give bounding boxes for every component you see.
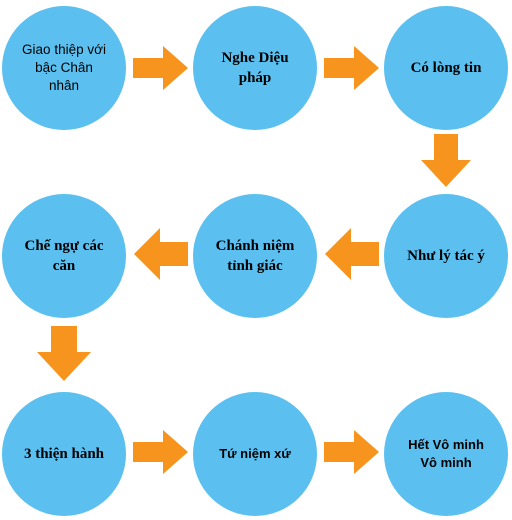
node-het-vo-minh-line-1: Hết Vô minh xyxy=(408,436,484,452)
node-het-vo-minh: Hết Vô minh Vô minh xyxy=(384,392,508,516)
node-nghe-dieu-phap-line-1: Nghe Diệu xyxy=(221,49,289,66)
node-giao-thiep-line-2: bậc Chân xyxy=(35,59,93,75)
arrow-down-1 xyxy=(421,134,471,187)
arrow-right-2 xyxy=(324,46,379,90)
node-che-ngu-line-1: Chế ngự các xyxy=(24,237,104,254)
node-co-long-tin: Có lòng tin xyxy=(384,6,508,130)
node-nghe-dieu-phap: Nghe Diệu pháp xyxy=(193,6,317,130)
node-che-ngu-line-2: căn xyxy=(52,258,76,274)
arrow-left-2 xyxy=(134,228,188,280)
arrow-left-1 xyxy=(325,228,379,280)
node-tu-niem-xu-line-1: Tứ niệm xứ xyxy=(219,445,291,461)
node-giao-thiep-line-1: Giao thiệp với xyxy=(22,41,106,57)
node-giao-thiep-line-3: nhân xyxy=(48,78,80,94)
node-chanh-niem-line-2: tỉnh giác xyxy=(227,258,283,274)
arrow-right-1 xyxy=(133,46,188,90)
arrow-down-2 xyxy=(37,326,91,381)
node-ba-thien-hanh: 3 thiện hành xyxy=(2,392,126,516)
node-giao-thiep: Giao thiệp với bậc Chân nhân xyxy=(2,6,126,130)
node-ba-thien-hanh-line-1: 3 thiện hành xyxy=(23,445,105,462)
node-chanh-niem-line-1: Chánh niệm xyxy=(215,237,295,254)
node-nhu-ly-tac-y-line-1: Như lý tác ý xyxy=(407,247,485,264)
node-tu-niem-xu: Tứ niệm xứ xyxy=(193,392,317,516)
arrow-right-3 xyxy=(133,430,188,474)
node-nghe-dieu-phap-line-2: pháp xyxy=(238,70,272,86)
node-chanh-niem: Chánh niệm tỉnh giác xyxy=(193,194,317,318)
arrow-right-4 xyxy=(324,430,379,474)
node-che-ngu: Chế ngự các căn xyxy=(2,194,126,318)
node-het-vo-minh-line-2: Vô minh xyxy=(420,455,472,470)
node-co-long-tin-line-1: Có lòng tin xyxy=(410,59,482,76)
node-nhu-ly-tac-y: Như lý tác ý xyxy=(384,194,508,318)
